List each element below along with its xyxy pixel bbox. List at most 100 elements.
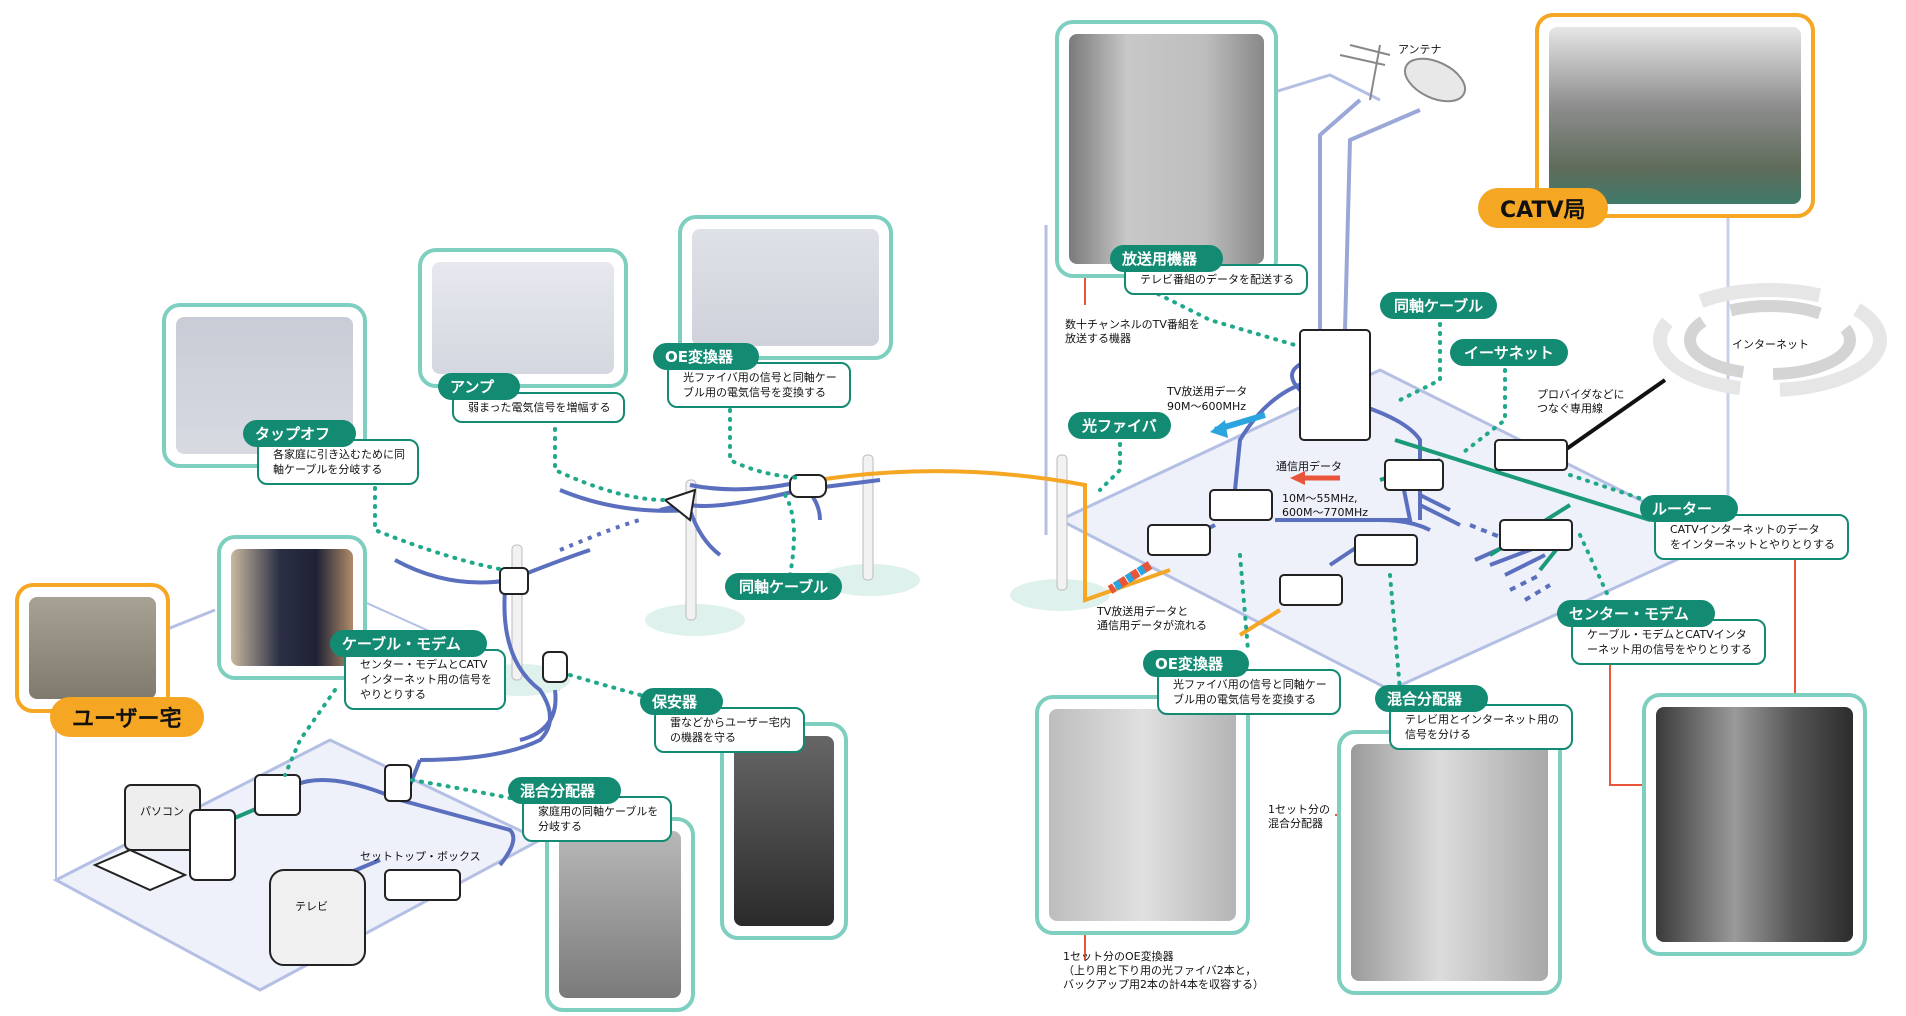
tv-data-arrowhead (1210, 420, 1228, 438)
callout-broadcast: 放送用機器 テレビ番組のデータを配送する (1110, 245, 1308, 295)
amp-photo (432, 262, 614, 374)
pill-ethernet: イーサネット (1450, 339, 1568, 366)
mixed-flow-label: TV放送用データと 通信用データが流れる (1097, 605, 1207, 632)
comm-data-arrowhead (1290, 471, 1305, 485)
callout-tap-off: タップオフ 各家庭に引き込むために同 軸ケーブルを分岐する (243, 420, 419, 485)
callout-amp: アンプ 弱まった電気信号を増幅する (438, 373, 625, 423)
broadcast-rack (1299, 329, 1371, 441)
callout-desc: 光ファイバ用の信号と同軸ケー ブル用の電気信号を変換する (667, 362, 851, 408)
router-box (1494, 439, 1568, 471)
mixed-flow-arrow-blue (1107, 561, 1153, 594)
home-splitter-photo-frame (545, 817, 695, 1012)
amp-device (662, 488, 697, 522)
callout-home-splitter: 混合分配器 家庭用の同軸ケーブルを 分岐する (508, 777, 673, 842)
callout-oe-pole: OE変換器 光ファイバ用の信号と同軸ケー ブル用の電気信号を変換する (653, 343, 851, 408)
user-home-photo-frame (15, 583, 170, 713)
coax-cables-outdoor (394, 478, 881, 762)
amp-photo-frame (418, 248, 628, 388)
callout-desc: センター・モデムとCATV インターネット用の信号を やりとりする (344, 649, 506, 710)
antenna-feeds (1318, 98, 1421, 331)
internet-label: インターネット (1732, 338, 1809, 351)
pill-coax-station: 同軸ケーブル (1380, 292, 1498, 319)
callout-title: 混合分配器 (508, 777, 622, 804)
tv-label: テレビ (295, 900, 328, 913)
callout-station-splitter: 混合分配器 テレビ用とインターネット用の 信号を分ける (1375, 685, 1573, 750)
oe-station-photo (1049, 709, 1236, 921)
callout-title: ケーブル・モデム (330, 630, 487, 657)
comm-data-label: 通信用データ (1276, 460, 1342, 473)
user-home-label: ユーザー宅 (50, 697, 204, 737)
fiber-cable (1238, 608, 1282, 637)
leased-line-label: プロバイダなどに つなぐ専用線 (1537, 388, 1625, 415)
station-wall-line (1264, 73, 1381, 102)
keyboard (92, 848, 188, 892)
router-photo (1656, 707, 1853, 942)
station-devices (1147, 329, 1573, 606)
callout-desc: 弱まった電気信号を増幅する (452, 392, 625, 423)
cable-modem-device (254, 774, 301, 816)
callout-cable-modem: ケーブル・モデム センター・モデムとCATV インターネット用の信号を やりとり… (330, 630, 506, 710)
catv-station-photo-frame (1535, 13, 1815, 218)
catv-station-photo (1549, 27, 1801, 204)
callout-title: 保安器 (640, 688, 724, 715)
tap-off-device (499, 567, 529, 595)
oe-set-note: 1セット分のOE変換器 （上り用と下り用の光ファイバ2本と， バックアップ用2本… (1063, 950, 1264, 991)
callout-title: センター・モデム (1557, 600, 1715, 627)
station-splitter-2 (1384, 459, 1444, 491)
pill-fiber: 光ファイバ (1068, 412, 1171, 439)
center-modem-1 (1354, 534, 1418, 566)
broadcast-note: 数十チャンネルのTV番組を 放送する機器 (1065, 318, 1200, 345)
leader-lines (283, 288, 1662, 802)
internet-cloud-icon (1653, 283, 1887, 397)
callout-desc: 光ファイバ用の信号と同軸ケー ブル用の電気信号を変換する (1157, 669, 1341, 715)
station-box (1279, 574, 1343, 606)
callout-desc: テレビ用とインターネット用の 信号を分ける (1389, 704, 1573, 750)
callout-protector: 保安器 雷などからユーザー宅内 の機器を守る (640, 688, 805, 753)
tv-set (269, 869, 366, 966)
leased-line (1563, 378, 1667, 452)
broadcast-photo (1069, 34, 1264, 264)
station-oe-converter (1147, 524, 1211, 556)
protector-photo (734, 736, 834, 926)
home-splitter-device (384, 764, 412, 802)
antenna-label: アンテナ (1398, 43, 1442, 56)
splitter-set-note: 1セット分の 混合分配器 (1268, 803, 1330, 830)
set-top-box (384, 869, 461, 901)
callout-center-modem: センター・モデム ケーブル・モデムとCATVインタ ーネット用の信号をやりとりす… (1557, 600, 1766, 665)
station-splitter-photo-frame (1337, 730, 1562, 995)
fiber-cable (817, 469, 1171, 603)
callout-title: アンプ (438, 373, 520, 400)
center-modem-2 (1499, 519, 1573, 551)
oe-station-photo-frame (1035, 695, 1250, 935)
callout-title: ルーター (1640, 495, 1739, 522)
home-connector-line (164, 608, 216, 632)
oe-pole-photo-frame (678, 215, 893, 360)
catv-station-label: CATV局 (1478, 188, 1608, 228)
oe-pole-device (789, 474, 827, 498)
callout-title: OE変換器 (653, 343, 759, 370)
home-splitter-photo (559, 831, 681, 998)
tv-data-label: TV放送用データ (1167, 385, 1248, 398)
comm-freq-label: 10M〜55MHz, 600M〜770MHz (1282, 492, 1369, 519)
pc-tower (189, 809, 236, 881)
protector-photo-frame (720, 722, 848, 940)
callout-title: 混合分配器 (1375, 685, 1489, 712)
stb-label: セットトップ・ボックス (360, 850, 481, 863)
station-splitter-1 (1209, 489, 1273, 521)
broadcast-photo-frame (1055, 20, 1278, 278)
protector-device (542, 651, 568, 683)
callout-title: 放送用機器 (1110, 245, 1224, 272)
station-splitter-photo (1351, 744, 1548, 981)
pill-coax-outdoor: 同軸ケーブル (725, 573, 843, 600)
tv-freq-label: 90M〜600MHz (1167, 400, 1247, 413)
router-photo-frame (1642, 693, 1867, 956)
callout-router: ルーター CATVインターネットのデータ をインターネットとやりとりする (1640, 495, 1849, 560)
pc-label: パソコン (140, 805, 184, 818)
oe-pole-photo (692, 229, 879, 346)
antenna-icon (1339, 44, 1466, 103)
user-home-photo (29, 597, 156, 699)
callout-oe-station: OE変換器 光ファイバ用の信号と同軸ケー ブル用の電気信号を変換する (1143, 650, 1341, 715)
callout-title: タップオフ (243, 420, 357, 447)
callout-title: OE変換器 (1143, 650, 1249, 677)
